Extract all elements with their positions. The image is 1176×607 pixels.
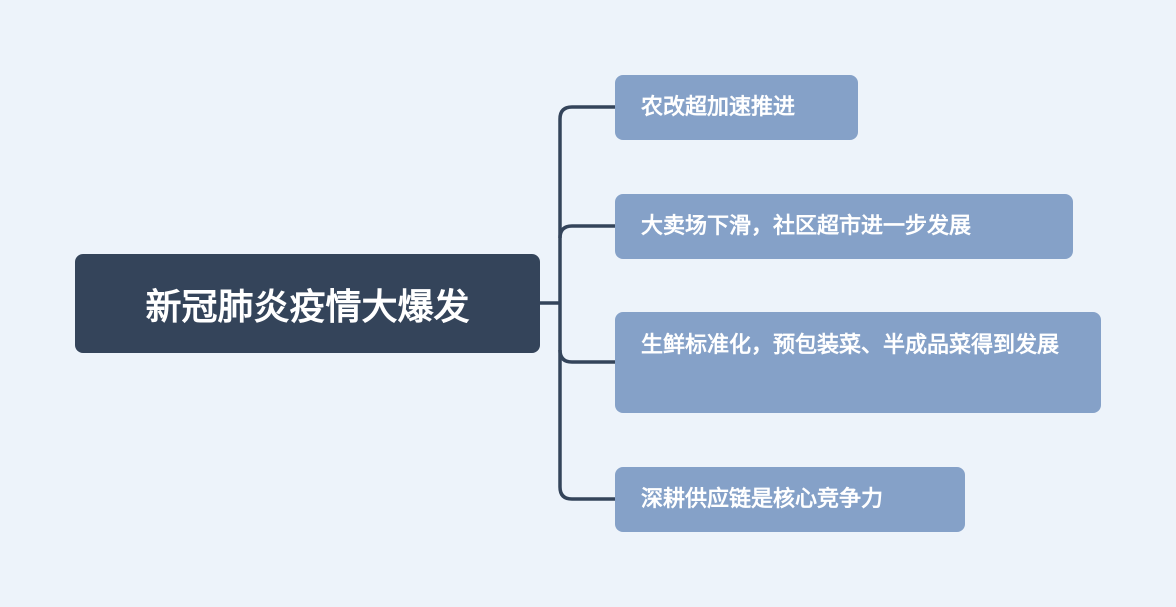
child-label: 深耕供应链是核心竞争力 <box>641 487 884 512</box>
connector-child-1 <box>558 105 615 303</box>
root-node[interactable]: 新冠肺炎疫情大爆发 <box>75 254 540 353</box>
child-node-1[interactable]: 农改超加速推进 <box>615 75 858 140</box>
child-node-3[interactable]: 生鲜标准化，预包装菜、半成品菜得到发展 <box>615 312 1101 413</box>
child-node-2[interactable]: 大卖场下滑，社区超市进一步发展 <box>615 194 1073 259</box>
child-label: 大卖场下滑，社区超市进一步发展 <box>641 214 972 239</box>
child-label: 生鲜标准化，预包装菜、半成品菜得到发展 <box>641 333 1060 358</box>
connector-child-3 <box>558 349 615 364</box>
root-label: 新冠肺炎疫情大爆发 <box>145 286 470 328</box>
connector-child-2 <box>558 224 615 239</box>
connector-child-4 <box>558 303 615 501</box>
child-label: 农改超加速推进 <box>641 95 796 120</box>
child-node-4[interactable]: 深耕供应链是核心竞争力 <box>615 467 965 532</box>
